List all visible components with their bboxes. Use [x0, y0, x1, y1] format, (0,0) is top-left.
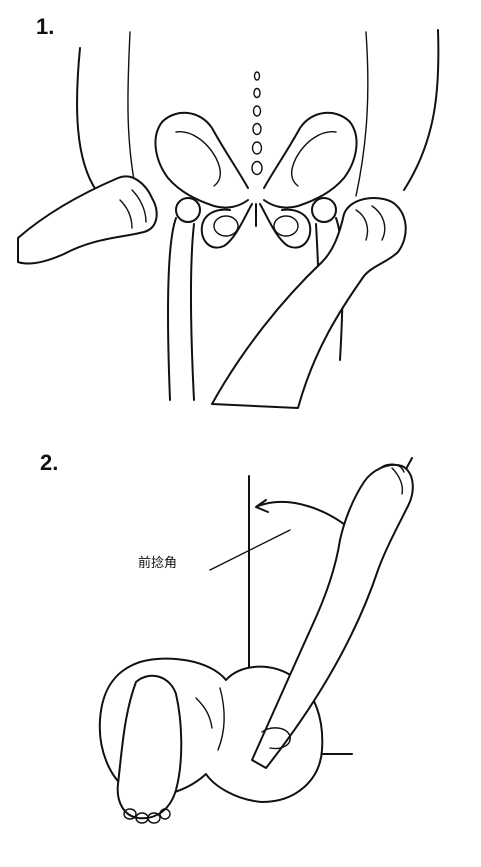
torso-right-outline: [403, 29, 440, 191]
right-ilium: [263, 111, 358, 209]
right-arm: [211, 197, 407, 409]
raised-lower-leg: [251, 464, 414, 769]
buttock-detail: [195, 697, 213, 729]
right-femoral-head: [311, 197, 337, 223]
left-ilium: [154, 111, 249, 209]
left-obturator: [213, 215, 239, 237]
torso-left-outline: [76, 47, 97, 191]
right-ilium-detail: [291, 131, 337, 187]
left-foot-sole: [116, 674, 183, 820]
buttock-crease: [217, 687, 225, 751]
pelvis-illustration: [17, 29, 440, 409]
figure-number: 1.: [36, 14, 55, 39]
anteversion-angle-label: 前捻角: [138, 556, 178, 571]
left-femur: [167, 217, 177, 401]
left-femoral-head: [175, 197, 201, 223]
angle-arrowhead-left: [255, 499, 269, 513]
left-hand-fingers: [119, 189, 147, 229]
right-obturator: [273, 215, 299, 237]
anteversion-illustration: [98, 457, 414, 824]
figure-2-anteversion-angle: 2. 前捻角: [0, 430, 481, 867]
right-pubis: [259, 203, 312, 249]
left-hand: [17, 175, 158, 265]
toe-detail: [377, 463, 405, 495]
figure-number: 2.: [40, 450, 59, 475]
torso-left-inner: [127, 31, 139, 201]
callout-leader-line: [209, 529, 291, 571]
left-pubis: [200, 203, 253, 249]
spine-vertebrae: [251, 71, 263, 176]
torso-right-inner: [355, 31, 369, 197]
figure-1-pelvis-palpation: 1.: [0, 0, 481, 430]
angle-arc: [257, 501, 357, 535]
right-hand-fingers: [355, 205, 386, 241]
knee-detail: [261, 727, 291, 750]
left-ilium-detail: [175, 131, 221, 187]
left-femur-inner: [190, 223, 195, 401]
left-foot-toes: [123, 808, 171, 824]
